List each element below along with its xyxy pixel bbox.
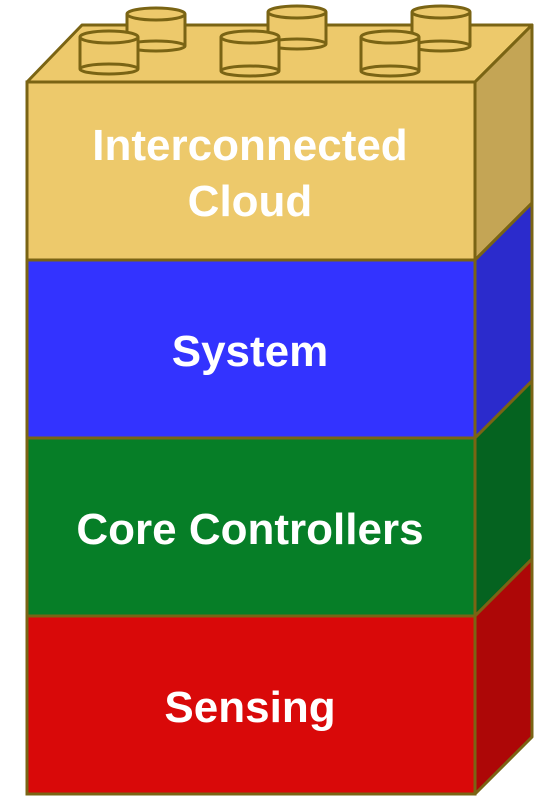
stud (78, 29, 140, 76)
layer-label: Sensing (164, 683, 335, 732)
stud (359, 29, 421, 78)
stud (266, 4, 328, 51)
layer-label: Interconnected (92, 121, 407, 170)
layer-label: System (172, 327, 329, 376)
layer-label: Cloud (188, 177, 313, 226)
layer-label: Core Controllers (76, 505, 423, 554)
layer-sensing: Sensing (25, 557, 534, 796)
layer-core-controllers: Core Controllers (25, 379, 534, 618)
layer-system: System (25, 201, 534, 440)
layer-interconnected-cloud: Interconnected Cloud (25, 4, 534, 262)
stud (219, 29, 281, 78)
front-face (25, 614, 477, 796)
front-face (25, 258, 477, 440)
front-face (25, 80, 477, 262)
stud (410, 4, 472, 53)
